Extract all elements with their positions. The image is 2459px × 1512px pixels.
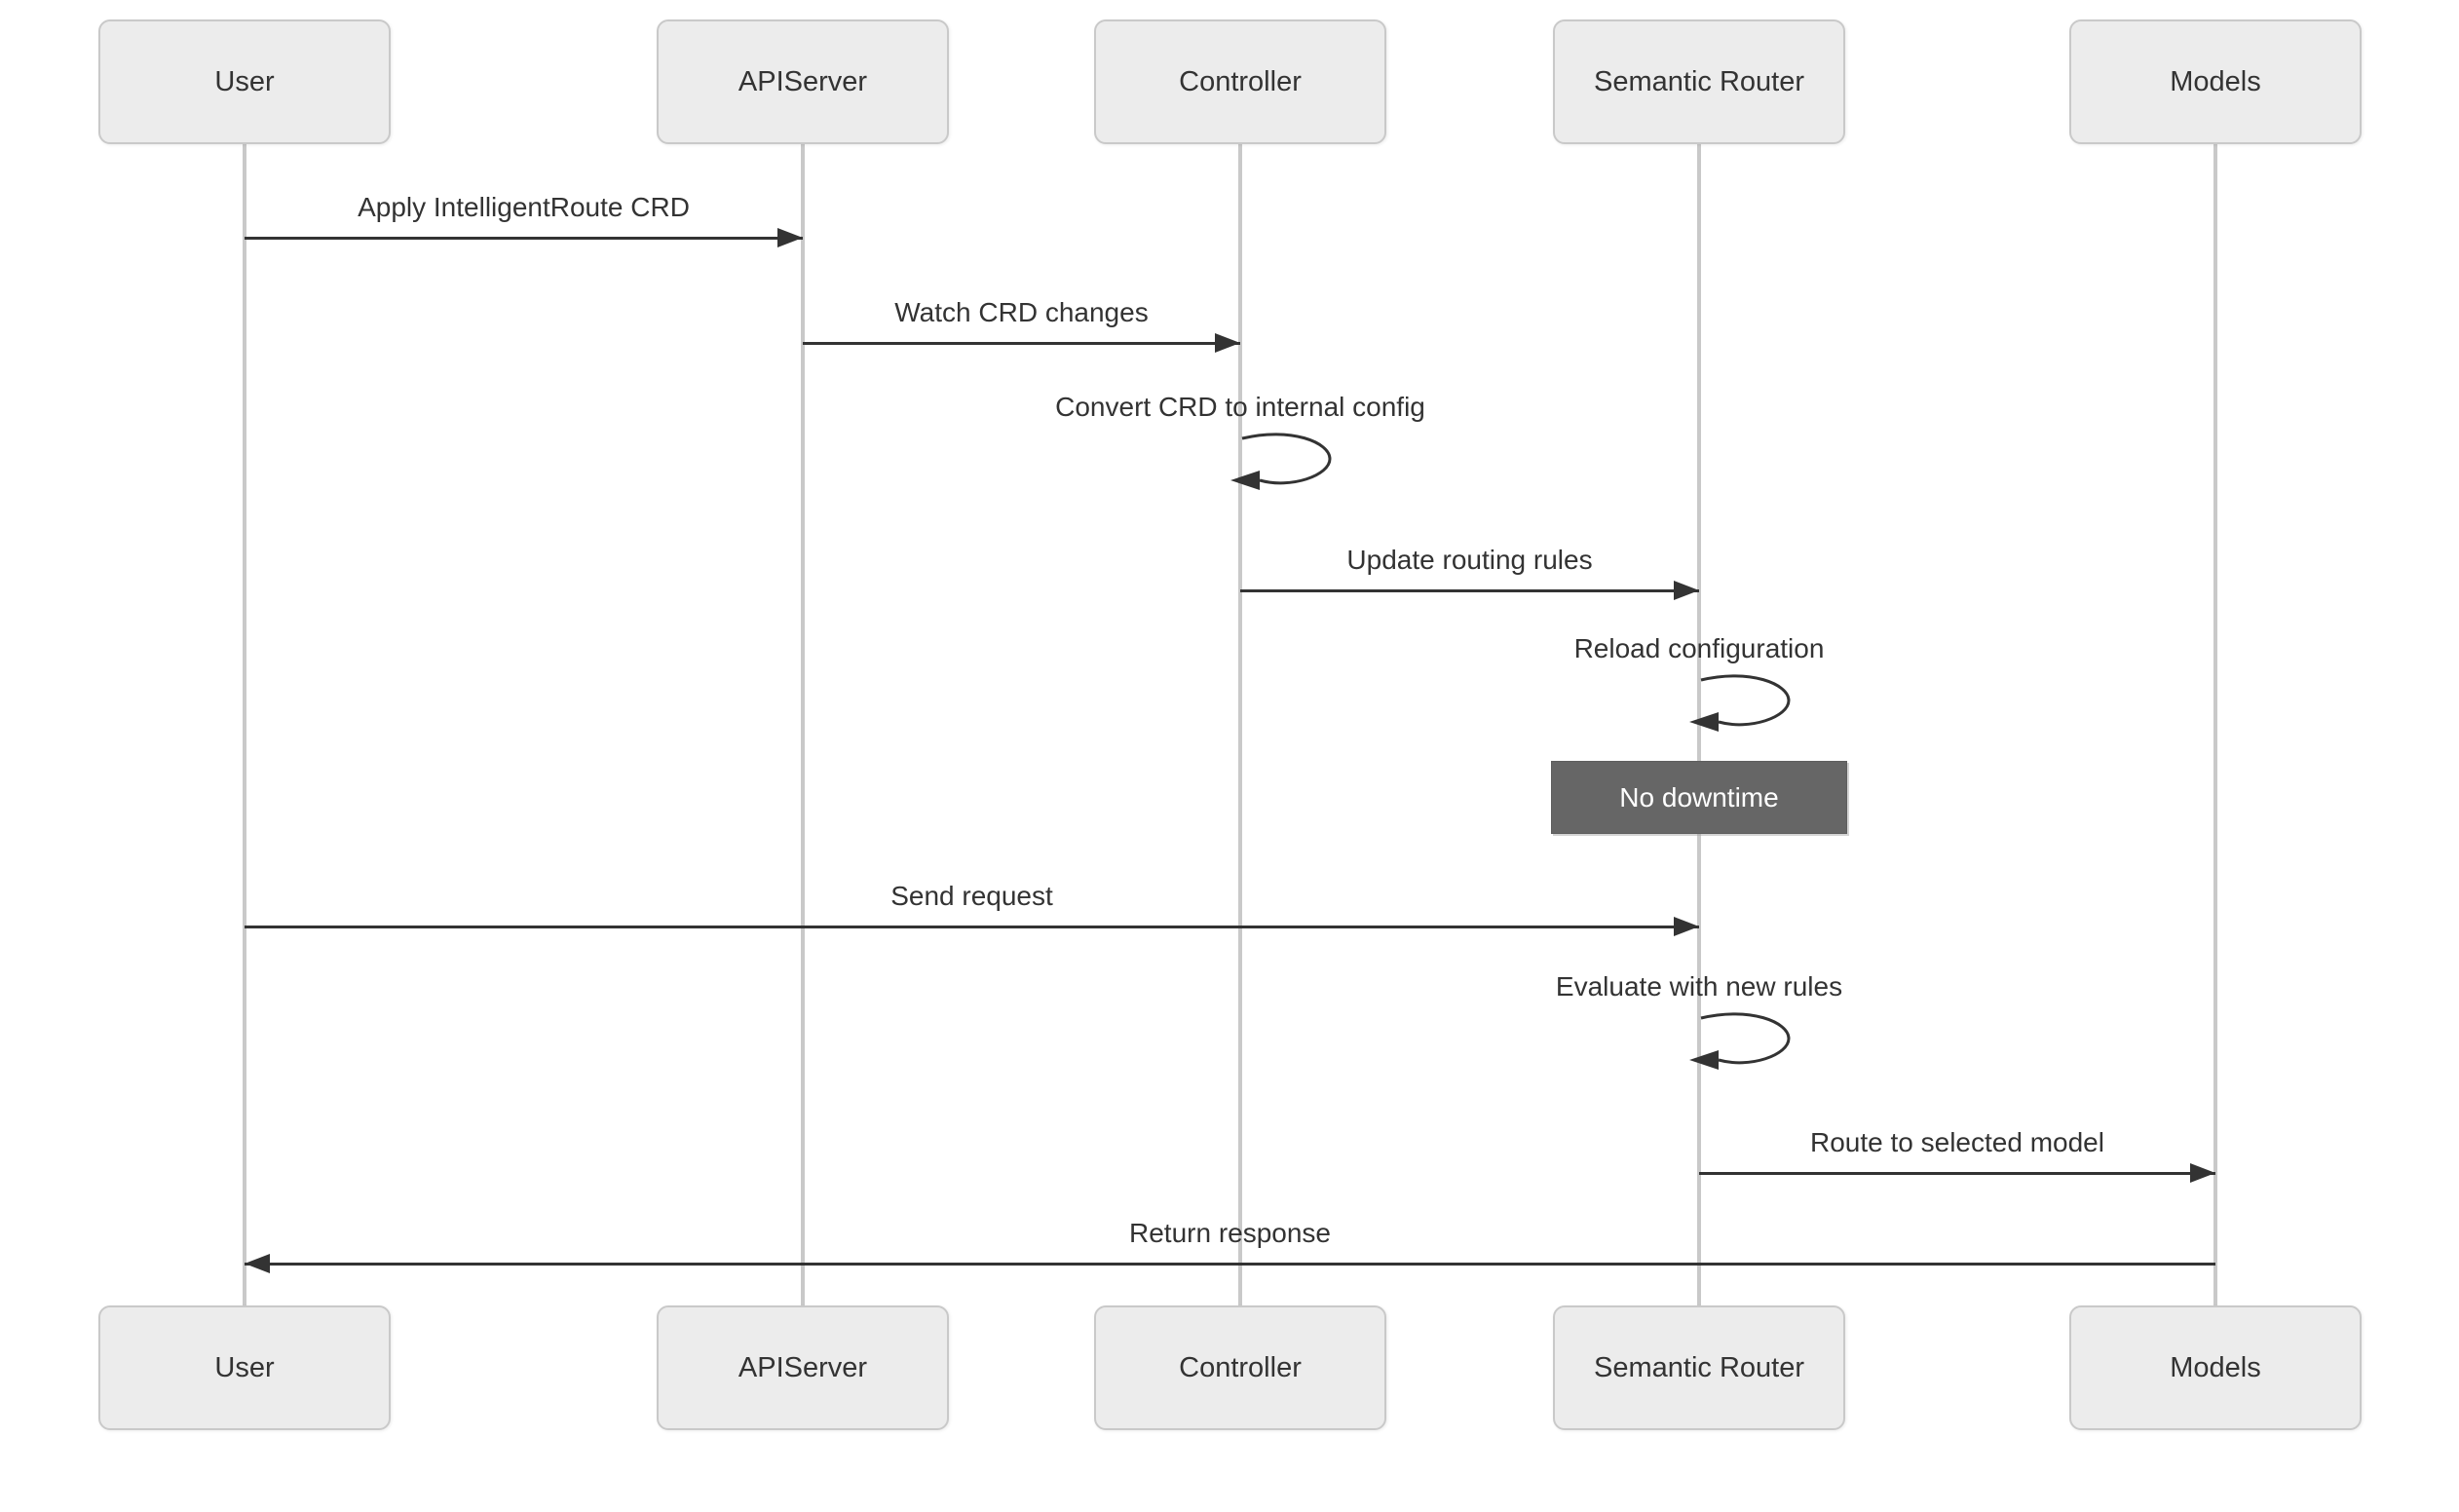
message-line (803, 342, 1240, 345)
actor-label: Models (2170, 65, 2261, 97)
arrowhead-icon (777, 228, 803, 247)
actor-label: Controller (1179, 1351, 1302, 1383)
actor-box-top-user: User (98, 19, 391, 144)
lifeline-controller (1238, 144, 1242, 1305)
self-loop-arrow (1689, 674, 1791, 732)
actor-label: User (214, 1351, 275, 1383)
self-message-label: Reload configuration (1573, 633, 1825, 663)
arrowhead-icon (1674, 917, 1699, 936)
message-label: Apply IntelligentRoute CRD (358, 192, 690, 222)
actor-box-bottom-semantic-router: Semantic Router (1553, 1305, 1845, 1430)
lifeline-models (2213, 144, 2217, 1305)
self-message-label: Evaluate with new rules (1555, 971, 1843, 1002)
message-label: Send request (890, 881, 1053, 911)
actor-box-bottom-models: Models (2069, 1305, 2362, 1430)
note-box: No downtime (1551, 761, 1847, 834)
message-line (1240, 589, 1699, 592)
actor-box-bottom-user: User (98, 1305, 391, 1430)
arrowhead-icon (2190, 1163, 2215, 1183)
actor-box-top-controller: Controller (1094, 19, 1386, 144)
actor-box-bottom-controller: Controller (1094, 1305, 1386, 1430)
message-label: Route to selected model (1810, 1127, 2104, 1157)
actor-label: Semantic Router (1594, 1351, 1804, 1383)
self-loop-arrow (1230, 433, 1332, 490)
actor-label: User (214, 65, 275, 97)
lifeline-apiserver (801, 144, 805, 1305)
actor-box-bottom-apiserver: APIServer (657, 1305, 949, 1430)
message-line (245, 1263, 2215, 1266)
actor-label: APIServer (738, 1351, 868, 1383)
note-label: No downtime (1619, 781, 1779, 813)
self-message-label: Convert CRD to internal config (1055, 392, 1425, 422)
message-line (1699, 1172, 2215, 1175)
message-label: Update routing rules (1346, 545, 1593, 575)
actor-box-top-semantic-router: Semantic Router (1553, 19, 1845, 144)
message-label: Return response (1128, 1218, 1332, 1248)
actor-label: Semantic Router (1594, 65, 1804, 97)
actor-label: Controller (1179, 65, 1302, 97)
actor-label: Models (2170, 1351, 2261, 1383)
message-label: Watch CRD changes (894, 297, 1149, 327)
actor-box-top-apiserver: APIServer (657, 19, 949, 144)
message-line (245, 926, 1699, 928)
message-line (245, 237, 803, 240)
arrowhead-icon (245, 1254, 270, 1273)
arrowhead-icon (1674, 581, 1699, 600)
actor-box-top-models: Models (2069, 19, 2362, 144)
self-loop-arrow (1689, 1012, 1791, 1070)
arrowhead-icon (1215, 333, 1240, 353)
actor-label: APIServer (738, 65, 868, 97)
lifeline-user (243, 144, 246, 1305)
